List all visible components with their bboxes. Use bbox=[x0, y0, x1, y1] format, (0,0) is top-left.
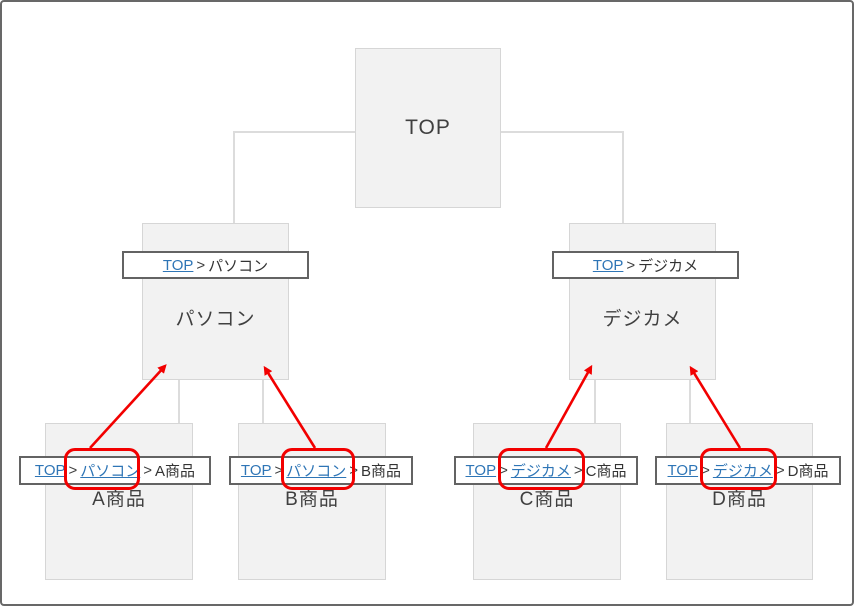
connector-line bbox=[501, 131, 624, 133]
breadcrumb-current-product: C商品 bbox=[585, 463, 627, 480]
breadcrumb-separator: > bbox=[626, 256, 636, 274]
breadcrumb-link-top[interactable]: TOP bbox=[465, 462, 497, 479]
breadcrumb-link-top[interactable]: TOP bbox=[240, 462, 272, 479]
breadcrumb-product-d: TOP>デジカメ>D商品 bbox=[655, 456, 841, 485]
page-box-top: TOP bbox=[355, 48, 501, 208]
product-box-b: B商品 bbox=[238, 423, 386, 580]
product-box-d-label: D商品 bbox=[712, 489, 767, 510]
breadcrumb-link-category-pasokon[interactable]: パソコン bbox=[286, 463, 347, 480]
breadcrumb-separator: > bbox=[196, 256, 206, 274]
page-box-top-label: TOP bbox=[405, 116, 451, 139]
product-box-b-label: B商品 bbox=[285, 489, 339, 510]
breadcrumb-product-b: TOP>パソコン>B商品 bbox=[229, 456, 413, 485]
breadcrumb-link-top[interactable]: TOP bbox=[34, 462, 66, 479]
breadcrumb-separator: > bbox=[701, 462, 710, 479]
product-box-c: C商品 bbox=[473, 423, 621, 580]
breadcrumb-current-product: D商品 bbox=[787, 463, 829, 480]
breadcrumb-link-top[interactable]: TOP bbox=[162, 256, 194, 274]
breadcrumb-current-product: B商品 bbox=[361, 463, 402, 480]
breadcrumb-product-c: TOP>デジカメ>C商品 bbox=[454, 456, 638, 485]
breadcrumb-separator: > bbox=[573, 462, 583, 479]
breadcrumb-separator: > bbox=[274, 462, 284, 479]
connector-line bbox=[233, 131, 235, 224]
breadcrumb-pasokon: TOP>パソコン bbox=[122, 251, 309, 279]
breadcrumb-separator: > bbox=[68, 462, 78, 479]
product-box-a-label: A商品 bbox=[92, 489, 146, 510]
product-box-d: D商品 bbox=[666, 423, 813, 580]
breadcrumb-link-category-dejikame[interactable]: デジカメ bbox=[712, 463, 773, 480]
product-box-a: A商品 bbox=[45, 423, 193, 580]
connector-line bbox=[262, 379, 264, 425]
breadcrumb-product-a: TOP>パソコン>A商品 bbox=[19, 456, 211, 485]
breadcrumb-current-product: A商品 bbox=[155, 463, 196, 480]
breadcrumb-separator: > bbox=[775, 462, 785, 479]
breadcrumb-dejikame: TOP>デジカメ bbox=[552, 251, 739, 279]
connector-line bbox=[622, 131, 624, 224]
category-box-pasokon-label: パソコン bbox=[175, 309, 256, 330]
breadcrumb-separator: > bbox=[349, 462, 359, 479]
breadcrumb-link-top[interactable]: TOP bbox=[592, 256, 624, 274]
breadcrumb-current-category: パソコン bbox=[208, 257, 269, 275]
category-box-dejikame: デジカメ bbox=[569, 223, 716, 380]
connector-line bbox=[178, 379, 180, 425]
breadcrumb-separator: > bbox=[499, 462, 508, 479]
connector-line bbox=[233, 131, 357, 133]
connector-line bbox=[594, 379, 596, 425]
breadcrumb-link-top[interactable]: TOP bbox=[667, 462, 699, 479]
breadcrumb-current-category: デジカメ bbox=[638, 257, 699, 275]
breadcrumb-link-category-pasokon[interactable]: パソコン bbox=[80, 463, 141, 480]
product-box-c-label: C商品 bbox=[519, 489, 575, 510]
breadcrumb-link-category-dejikame[interactable]: デジカメ bbox=[510, 463, 571, 480]
category-box-pasokon: パソコン bbox=[142, 223, 289, 380]
breadcrumb-separator: > bbox=[143, 462, 153, 479]
category-box-dejikame-label: デジカメ bbox=[602, 309, 683, 330]
connector-line bbox=[689, 379, 691, 425]
